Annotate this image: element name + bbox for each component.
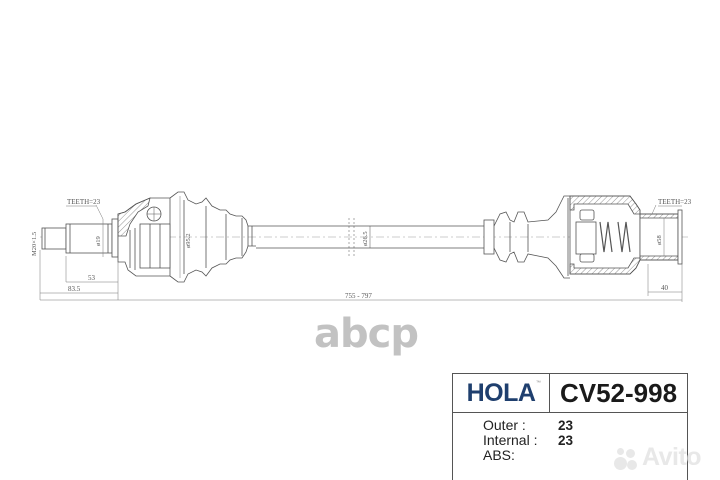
spec-label: Internal :: [483, 432, 538, 448]
part-number: CV52-998: [559, 377, 678, 408]
length-83-5-label: 83.5: [68, 285, 81, 293]
outer-boot-diameter-label: ø95.2: [185, 233, 192, 248]
spec-label: ABS:: [483, 447, 515, 463]
inner-diameter-label: ø58: [656, 235, 663, 245]
abcp-watermark: abcp: [314, 311, 419, 357]
avito-logo-icon: [612, 445, 640, 471]
length-40-label: 40: [661, 284, 669, 292]
part-number-cell: CV52-998: [550, 374, 687, 412]
spec-label: Outer :: [483, 417, 526, 433]
avito-text: Avito: [642, 443, 702, 471]
shaft-diameter-label: ø26.5: [362, 231, 369, 246]
inner-cv-joint: [569, 195, 683, 275]
trademark-mark: ™: [535, 379, 541, 386]
spec-row-abs: ABS:: [483, 448, 573, 463]
spec-value: 23: [558, 433, 574, 448]
outer-thread-label: M20×1.5: [31, 232, 38, 256]
dimension-lines: [39, 196, 683, 302]
outer-cv-joint: [117, 197, 171, 277]
outer-teeth-label: TEETH=23: [67, 198, 101, 206]
total-length-label: 755 - 797: [345, 292, 372, 300]
dimension-labels: M20×1.5 TEETH=23 ø19 ø95.2 ø26.5 ø58 TEE…: [31, 198, 692, 300]
inner-teeth-label: TEETH=23: [658, 198, 692, 206]
outer-spline-diameter-label: ø19: [95, 236, 102, 246]
spec-list: Outer : 23 Internal : 23 ABS:: [483, 418, 573, 463]
shaft: [256, 218, 484, 256]
spec-row-outer: Outer : 23: [483, 417, 574, 434]
brand-name: HOLA: [466, 378, 536, 407]
spec-row-internal: Internal : 23: [483, 432, 574, 449]
length-53-label: 53: [88, 274, 96, 282]
spec-value: 23: [558, 418, 574, 433]
avito-watermark: Avito: [612, 443, 702, 472]
outer-stub: [41, 218, 119, 258]
outer-boot: [169, 191, 256, 283]
inner-boot: [483, 195, 570, 279]
